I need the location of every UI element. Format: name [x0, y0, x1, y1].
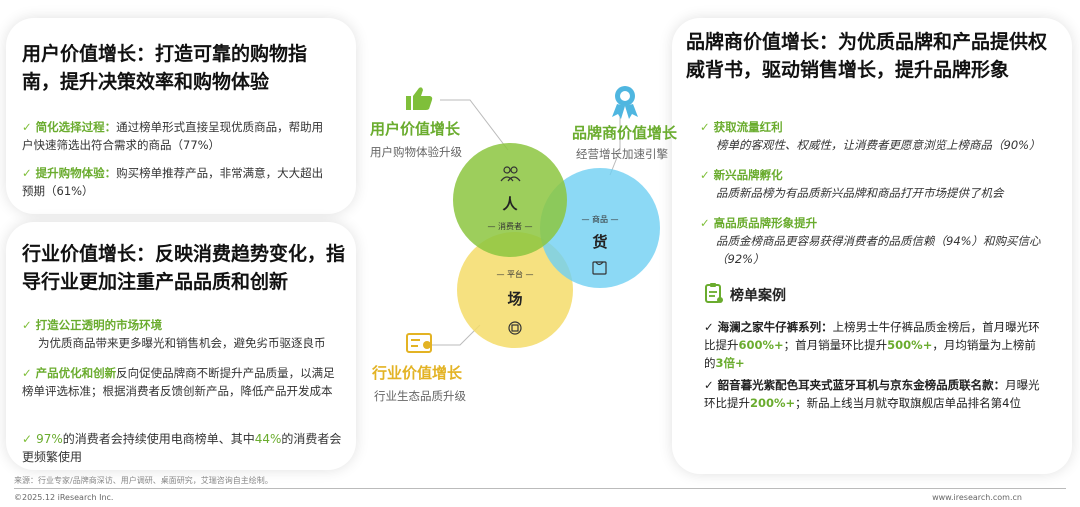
industry-item-2-text: 反向促使品牌商不断提升产品质量，以满足榜单评选标准；根据消费者反馈创新产品，降低… [22, 366, 335, 398]
stat-text-2: 的消费者会更频繁使用 [22, 432, 342, 464]
venn-industry-subtitle: 行业生态品质升级 [374, 389, 466, 403]
venn-industry-title: 行业价值增长 [372, 364, 463, 382]
venn-char-user: 人 [502, 195, 518, 213]
industry-item-2: ✓产品优化和创新反向促使品牌商不断提升产品质量，以满足榜单评选标准；根据消费者反… [22, 364, 342, 400]
website: www.iresearch.com.cn [932, 493, 1022, 502]
stat-pct-2: 44% [254, 432, 282, 446]
venn-tag-brand: — 商品 — [581, 214, 618, 224]
venn-brand-subtitle: 经营增长加速引擎 [576, 147, 668, 161]
user-item-2: ✓提升购物体验：购买榜单推荐产品，非常满意，大大超出预期（61%） [22, 164, 332, 200]
case-2-t1: 月曝光环比提升 [704, 378, 1040, 410]
check-icon: ✓ [22, 432, 33, 446]
store-icon [508, 321, 522, 335]
copyright: ©2025.12 iResearch Inc. [14, 493, 114, 502]
case-item-2: ✓ 韶音暮光紫配色耳夹式蓝牙耳机与京东金榜品质联名款：月曝光环比提升200%+；… [704, 378, 1040, 410]
case-2-v1: 200%+ [750, 396, 796, 410]
user-item-2-text: 购买榜单推荐产品，非常满意，大大超出预期（61%） [22, 166, 324, 198]
case-title: 榜单案例 [730, 288, 786, 304]
people-icon [500, 166, 521, 182]
case-2-brand: 韶音暮光紫配色耳夹式蓝牙耳机与京东金榜品质联名款： [717, 378, 1006, 392]
stat-pct-1: 97% [36, 432, 63, 446]
venn-char-brand: 货 [592, 233, 607, 251]
thumbs-up-icon [406, 87, 433, 110]
check-icon: ✓ [700, 216, 710, 230]
venn-circle-industry [457, 232, 573, 348]
venn-user-title: 用户价值增长 [370, 120, 461, 138]
brand-item-1-label: 获取流量红利 [713, 120, 783, 134]
connector-brand [609, 110, 621, 176]
case-1-t1: 上榜男士牛仔裤品质金榜后，首月曝光环比提升 [704, 320, 1040, 352]
user-value-card: 用户价值增长：打造可靠的购物指南，提升决策效率和购物体验 [6, 18, 356, 214]
check-icon: ✓ [22, 166, 32, 180]
venn-user-subtitle: 用户购物体验升级 [370, 145, 462, 159]
venn-circle-user [453, 143, 567, 257]
case-1-v3: 3倍+ [715, 356, 745, 370]
brand-value-title: 品牌商价值增长：为优质品牌和产品提供权威背书，驱动销售增长，提升品牌形象 [686, 31, 1048, 81]
footer-divider [14, 488, 1066, 489]
case-item-1: ✓ 海澜之家牛仔裤系列：上榜男士牛仔裤品质金榜后，首月曝光环比提升600%+；首… [704, 320, 1040, 370]
brand-item-3-label: 高品质品牌形象提升 [713, 216, 818, 230]
case-1-t2: ；首月销量环比提升 [783, 338, 888, 352]
user-value-title: 用户价值增长：打造可靠的购物指南，提升决策效率和购物体验 [22, 43, 308, 93]
case-1-t3: ，月均销量为上榜前的 [704, 338, 1036, 370]
case-1-brand: 海澜之家牛仔裤系列： [717, 320, 833, 334]
industry-item-1-text: 为优质商品带来更多曝光和销售机会，避免劣币驱逐良币 [38, 336, 326, 350]
case-1-v1: 600%+ [738, 338, 784, 352]
shopping-bag-icon [592, 261, 607, 275]
checklist-icon [406, 333, 432, 353]
brand-value-card: 品牌商价值增长：为优质品牌和产品提供权威背书，驱动销售增长，提升品牌形象 [672, 18, 1072, 474]
user-item-2-label: 提升购物体验： [35, 166, 117, 180]
brand-item-2: ✓新兴品牌孵化 品质新品榜为有品质新兴品牌和商品打开市场提供了机会 [700, 166, 1060, 202]
venn-brand-title: 品牌商价值增长 [572, 124, 678, 142]
clipboard-list-icon [705, 283, 723, 303]
case-1-v2: 500%+ [887, 338, 933, 352]
brand-item-1: ✓获取流量红利 榜单的客观性、权威性，让消费者更愿意浏览上榜商品（90%） [700, 118, 1060, 154]
source-note: 来源：行业专家/品牌商深访、用户调研、桌面研究，艾瑞咨询自主绘制。 [14, 476, 273, 485]
venn-char-industry: 场 [507, 290, 522, 308]
brand-item-3-text: 品质金榜商品更容易获得消费者的品质信赖（94%）和购买信心（92%） [716, 234, 1041, 266]
award-ribbon-icon [612, 86, 638, 119]
brand-item-3: ✓高品质品牌形象提升 品质金榜商品更容易获得消费者的品质信赖（94%）和购买信心… [700, 214, 1060, 268]
venn-tag-user: — 消费者 — [487, 221, 532, 231]
industry-item-1: ✓打造公正透明的市场环境 为优质商品带来更多曝光和销售机会，避免劣币驱逐良币 [22, 316, 342, 352]
stat-text-1: 的消费者会持续使用电商榜单、其中 [62, 432, 255, 446]
case-2-t2: ；新品上线当月就夺取旗舰店单品排名第4位 [795, 396, 1021, 410]
industry-item-2-label: 产品优化和创新 [35, 366, 117, 380]
venn-tag-industry: — 平台 — [496, 269, 533, 279]
check-icon: ✓ [22, 366, 32, 380]
connector-user [440, 99, 509, 151]
user-item-1: ✓简化选择过程：通过榜单形式直接呈现优质商品，帮助用户快速筛选出符合需求的商品（… [22, 118, 332, 154]
user-item-1-label: 简化选择过程： [35, 120, 117, 134]
check-icon: ✓ [700, 168, 710, 182]
brand-item-2-label: 新兴品牌孵化 [713, 168, 783, 182]
industry-value-card: 行业价值增长：反映消费趋势变化，指导行业更加注重产品品质和创新 [6, 222, 356, 470]
user-item-1-text: 通过榜单形式直接呈现优质商品，帮助用户快速筛选出符合需求的商品（77%） [22, 120, 324, 152]
industry-stat: ✓97%的消费者会持续使用电商榜单、其中44%的消费者会更频繁使用 [22, 430, 342, 466]
industry-item-1-label: 打造公正透明的市场环境 [35, 318, 163, 332]
brand-item-1-text: 榜单的客观性、权威性，让消费者更愿意浏览上榜商品（90%） [716, 138, 1041, 152]
check-icon: ✓ [700, 120, 710, 134]
check-icon: ✓ [22, 120, 32, 134]
industry-value-title: 行业价值增长：反映消费趋势变化，指导行业更加注重产品品质和创新 [22, 243, 346, 293]
check-icon: ✓ [22, 318, 32, 332]
venn-circle-brand [540, 168, 660, 288]
brand-item-2-text: 品质新品榜为有品质新兴品牌和商品打开市场提供了机会 [716, 186, 1004, 200]
connector-industry [430, 324, 481, 346]
